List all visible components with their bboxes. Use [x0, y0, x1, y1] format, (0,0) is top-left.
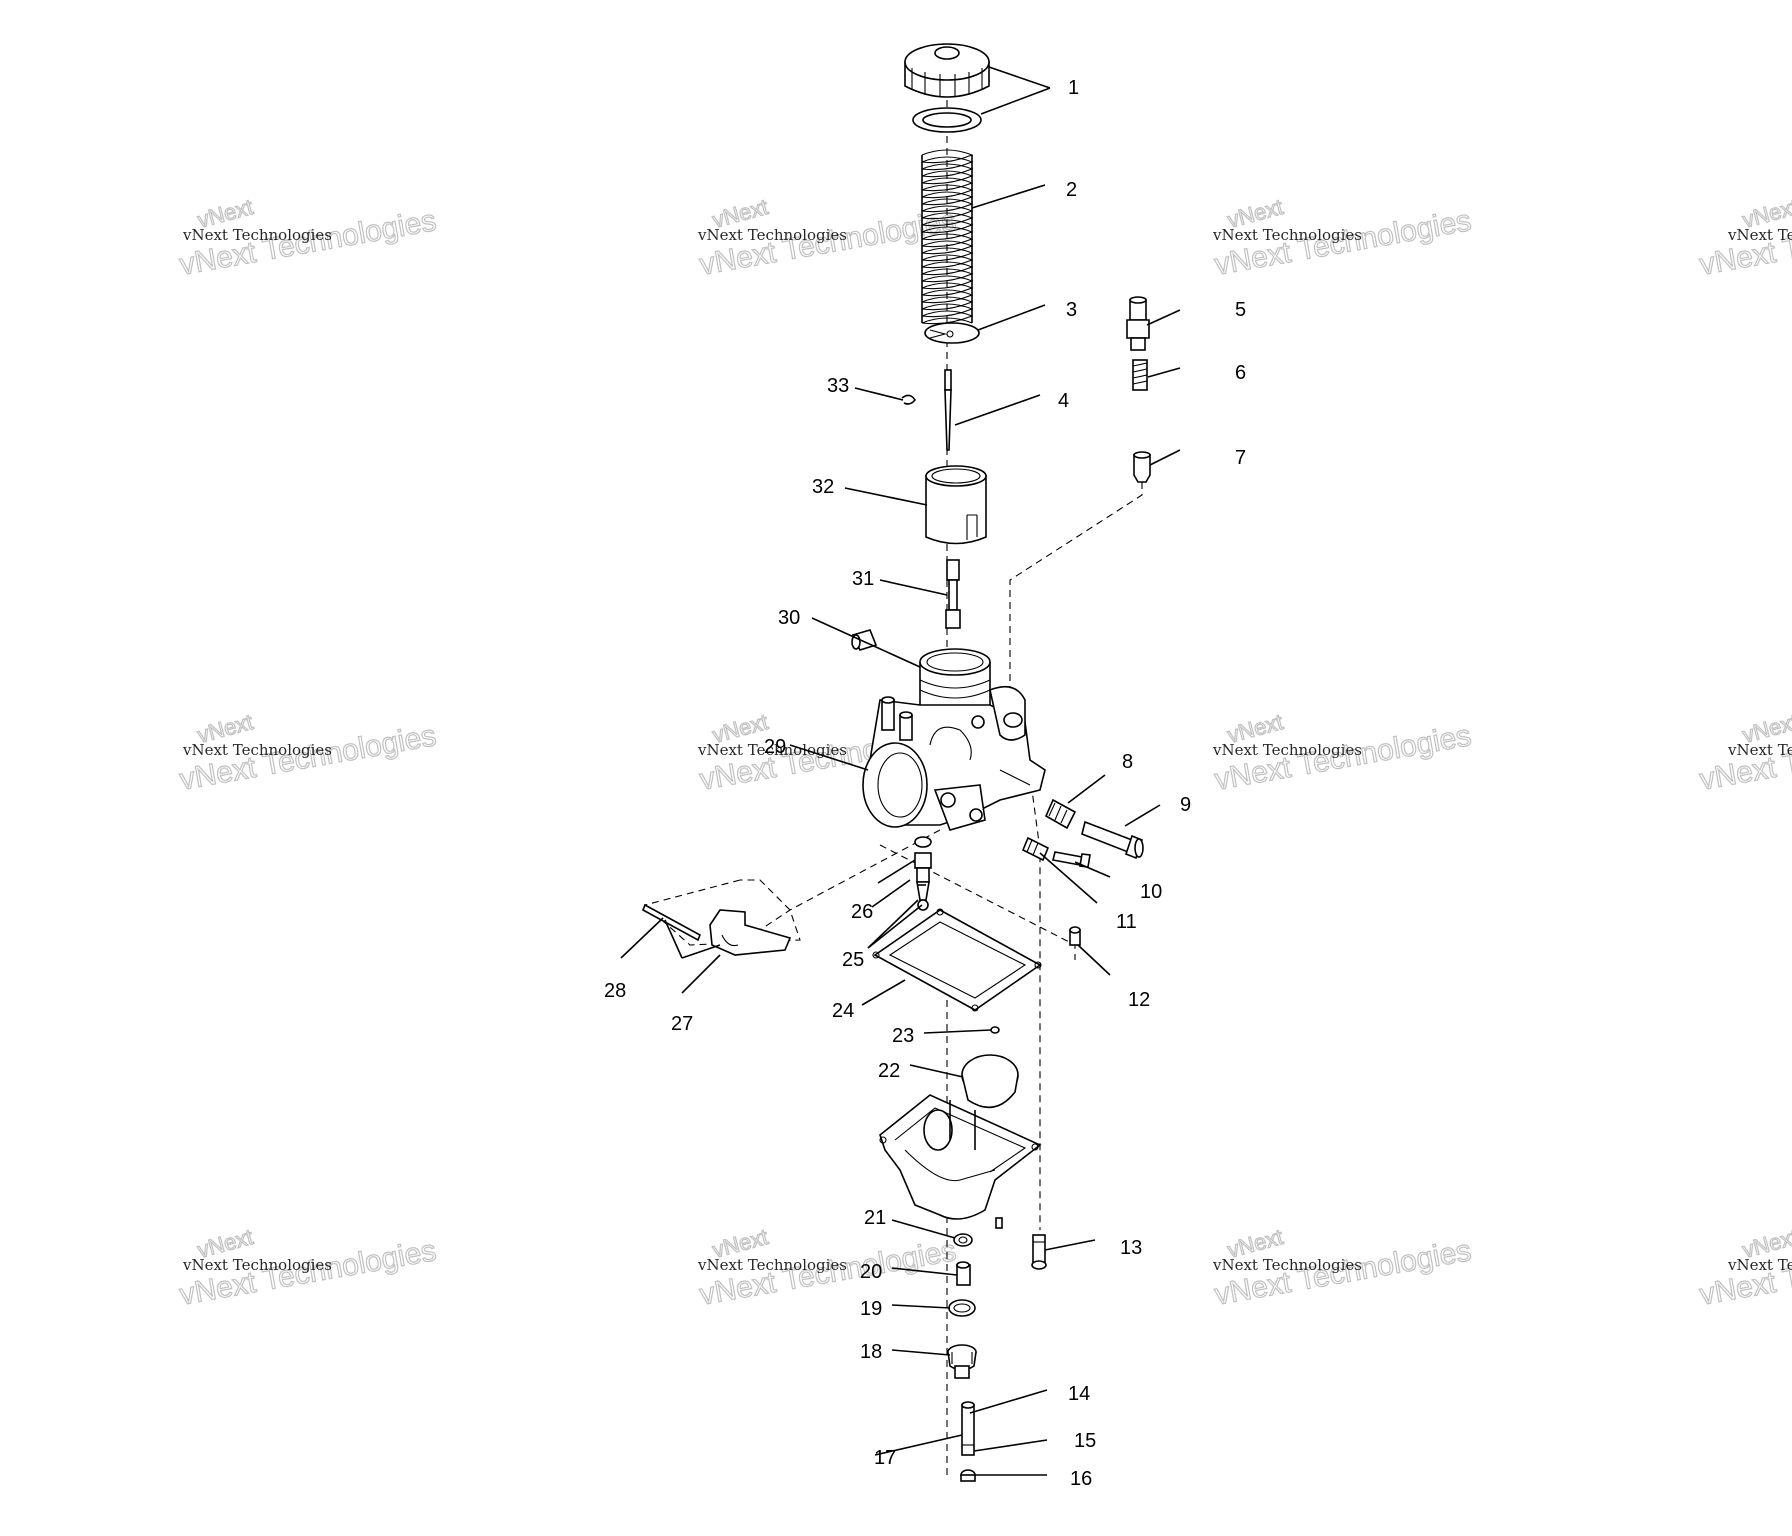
watermark-small: vNext Technologies: [1727, 741, 1792, 759]
callout-7: 7: [1235, 447, 1246, 469]
callout-1: 1: [1068, 77, 1079, 99]
part-21-washer: [953, 1233, 973, 1247]
callout-31: 31: [852, 568, 874, 590]
part-6-small-spring: [1132, 359, 1148, 391]
watermark-small: vNext Technologies: [697, 1256, 847, 1274]
part-22-float: [961, 1054, 1019, 1109]
part-24-float-bowl-gasket: [872, 908, 1042, 1012]
callout-10: 10: [1140, 881, 1162, 903]
callout-9: 9: [1180, 794, 1191, 816]
callout-15: 15: [1074, 1430, 1096, 1452]
part-13-bowl-screw: [1031, 1234, 1047, 1270]
float-bowl: [879, 1094, 1042, 1229]
callout-22: 22: [878, 1060, 900, 1082]
watermark-small: vNext Technologies: [1212, 741, 1362, 759]
callout-19: 19: [860, 1298, 882, 1320]
part-9-idle-screw: [1081, 820, 1144, 860]
part-10-air-screw: [1052, 851, 1091, 868]
callout-30: 30: [778, 607, 800, 629]
part-23-float-valve: [990, 1026, 1000, 1034]
watermark-small: vNext Technologies: [697, 226, 847, 244]
watermark-small: vNext Technologies: [1727, 226, 1792, 244]
watermark-small: vNext Technologies: [182, 741, 332, 759]
part-27-float-arm: [709, 909, 792, 956]
part-18-drain-plug: [947, 1344, 977, 1379]
watermark-small: vNext Technologies: [1212, 1256, 1362, 1274]
part-16-cap: [960, 1469, 976, 1482]
part-5-adjuster-screw: [1126, 296, 1150, 351]
callout-29: 29: [764, 736, 786, 758]
part-32-throttle-slide: [925, 465, 987, 545]
watermark-small: vNext Technologies: [1212, 226, 1362, 244]
callout-3: 3: [1066, 299, 1077, 321]
callout-13: 13: [1120, 1237, 1142, 1259]
part-20-main-jet: [956, 1261, 971, 1286]
part-29-carburetor-body: [862, 648, 1046, 831]
callout-24: 24: [832, 1000, 854, 1022]
part-28-float-pin: [641, 903, 702, 942]
callout-17: 17: [874, 1447, 896, 1469]
part-1-cap-and-washer: [904, 43, 990, 133]
part-3-spring-seat: [924, 322, 980, 344]
callout-20: 20: [860, 1261, 882, 1283]
callout-14: 14: [1068, 1383, 1090, 1405]
watermark-small: vNext Technologies: [697, 741, 847, 759]
callout-33: 33: [827, 375, 849, 397]
callout-21: 21: [864, 1207, 886, 1229]
part-2-spring: [921, 149, 974, 325]
callout-11: 11: [1116, 911, 1137, 933]
part-8-spring: [1044, 798, 1077, 830]
leader-lines: [620, 66, 1181, 1476]
callout-18: 18: [860, 1341, 882, 1363]
watermark-small: vNext Technologies: [1727, 1256, 1792, 1274]
part-33-clip: [901, 394, 916, 405]
callout-32: 32: [812, 476, 834, 498]
callout-4: 4: [1058, 390, 1069, 412]
part-4-jet-needle: [944, 369, 952, 451]
watermark-small: vNext Technologies: [182, 1256, 332, 1274]
part-31-needle-jet: [945, 559, 961, 629]
part-14-17-drain-tube: [961, 1401, 975, 1456]
callout-labels: 1 2 3 4 5 6 7 8 9 10 11 12 13 14 15 16 1…: [604, 77, 1246, 1490]
callout-6: 6: [1235, 362, 1246, 384]
callout-25: 25: [842, 949, 864, 971]
watermark-small: vNext Technologies: [182, 226, 332, 244]
callout-16: 16: [1070, 1468, 1092, 1490]
callout-23: 23: [892, 1025, 914, 1047]
part-12-plug: [1069, 926, 1081, 946]
part-30-pilot-jet: [851, 629, 878, 651]
callout-5: 5: [1235, 299, 1246, 321]
part-25-26-jets: [914, 836, 932, 911]
callout-26: 26: [851, 901, 873, 923]
part-7-cable-end: [1133, 451, 1151, 483]
callout-8: 8: [1122, 751, 1133, 773]
callout-28: 28: [604, 980, 626, 1002]
callout-12: 12: [1128, 989, 1150, 1011]
callout-2: 2: [1066, 179, 1077, 201]
part-19-o-ring: [948, 1299, 976, 1317]
callout-27: 27: [671, 1013, 693, 1035]
